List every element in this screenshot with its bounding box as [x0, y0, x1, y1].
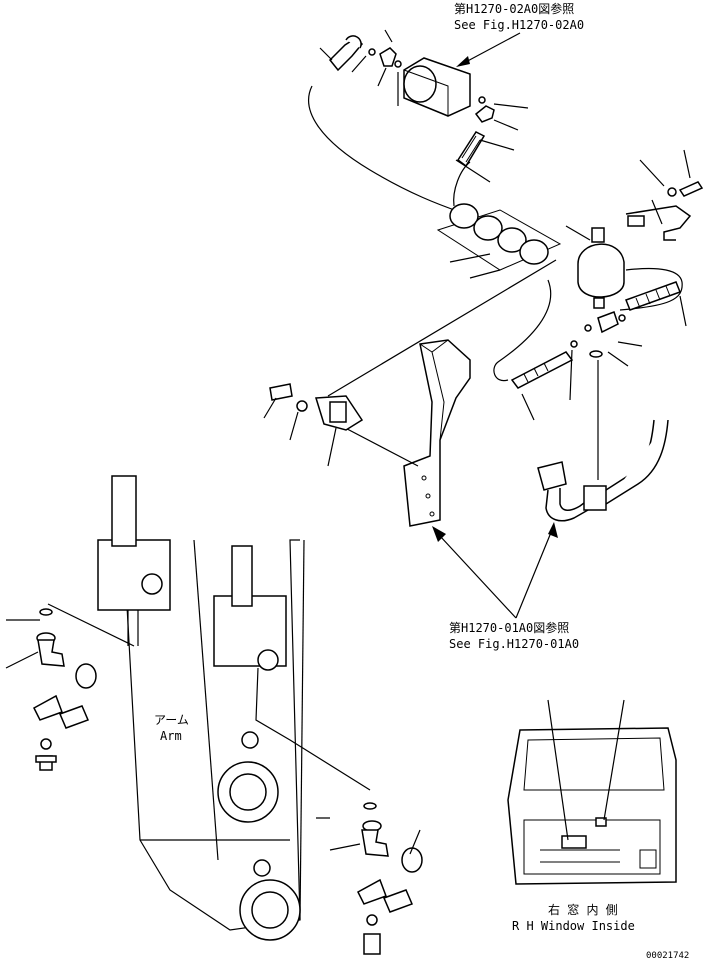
right-fitting-stack: [357, 802, 423, 955]
o-ring: [368, 48, 376, 56]
arm-label-en: Arm: [160, 729, 182, 743]
arm-label-jp: アーム: [154, 713, 189, 727]
washer: [296, 400, 308, 412]
reference-mid-arrows: [439, 529, 553, 619]
clamp-half-right: [58, 705, 90, 729]
valve-block-left: [97, 539, 171, 611]
leader-lines-top: [319, 29, 529, 183]
o-ring-left: [75, 663, 97, 689]
bolt-right-stack: [363, 933, 381, 955]
reference-top-arrow: [461, 32, 521, 65]
valve-port: [403, 65, 437, 103]
reference-mid-en: See Fig.H1270-01A0: [449, 637, 579, 651]
clamp-half-left: [33, 694, 63, 721]
mounting-band: [625, 205, 692, 241]
flange: [537, 461, 567, 491]
hose-clamp-set: [436, 203, 562, 271]
reference-mid-jp: 第H1270-01A0図参照: [449, 620, 569, 635]
reference-top-arrowhead: [456, 56, 470, 67]
elbow-left: [37, 639, 65, 667]
inset-caption-jp: 右 窓 内 側: [548, 902, 618, 917]
valve-assembly: [319, 29, 529, 183]
nipple-fitting: [379, 47, 397, 67]
tee-fitting: [474, 105, 495, 123]
reference-top-jp: 第H1270-02A0図参照: [454, 1, 574, 16]
inset-caption-en: R H Window Inside: [512, 919, 635, 933]
hose-fitting-right: [625, 281, 681, 311]
cab-window-frame: [507, 727, 677, 885]
bolt-top-right: [678, 181, 704, 197]
left-fitting-stack: [33, 603, 135, 771]
cab-inset: [507, 699, 677, 885]
tee-fitting-lower: [597, 311, 619, 334]
hose-upper: [308, 85, 461, 213]
o-ring-right: [401, 847, 423, 873]
bolt-left: [269, 383, 293, 401]
elbow-fitting: [328, 37, 364, 72]
elbow-right: [361, 829, 389, 857]
tee-block: [583, 485, 607, 511]
o-ring-2: [394, 60, 402, 68]
reference-top-en: See Fig.H1270-02A0: [454, 18, 584, 32]
hose-fitting-lower: [510, 351, 574, 389]
mounting-bracket: [403, 339, 471, 527]
drawing-number: 00021742: [646, 951, 689, 961]
arm-structure: [97, 475, 371, 941]
pipe-assembly: [537, 419, 669, 522]
hose-lower: [493, 279, 552, 382]
accumulator: [577, 227, 625, 334]
hose-fitting: [456, 131, 486, 168]
